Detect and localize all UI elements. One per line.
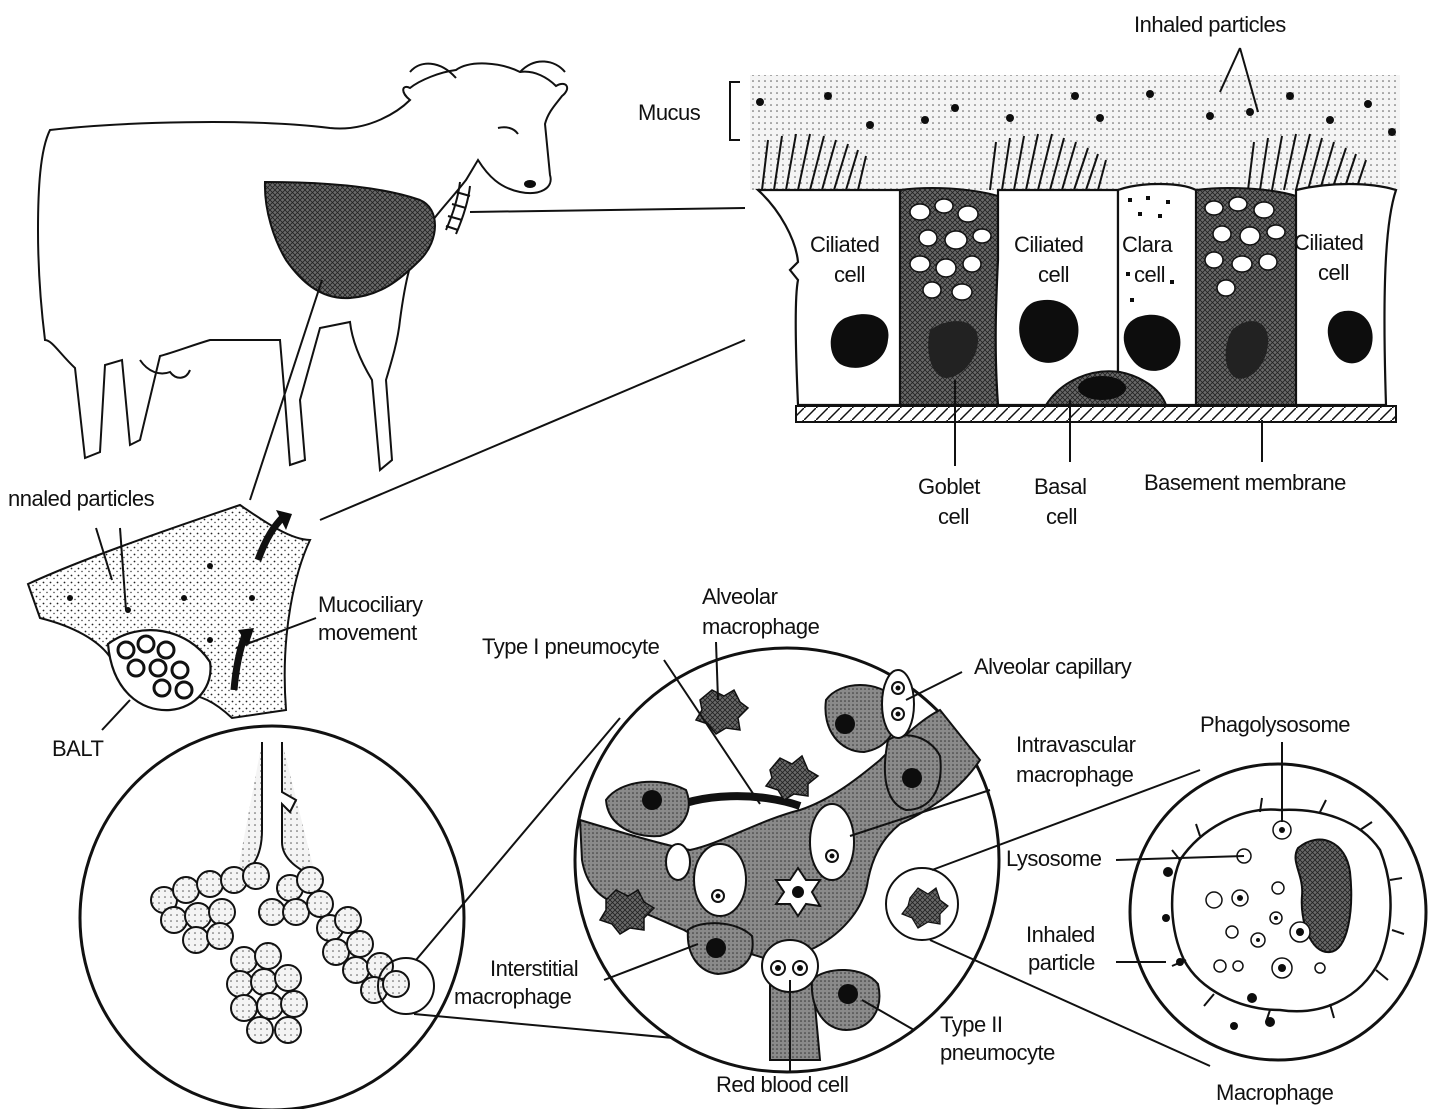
label-alveolar-capillary: Alveolar capillary <box>974 654 1132 679</box>
label-inhaled-particles-left: nnaled particles <box>8 486 155 511</box>
label-type2-a: Type II <box>940 1012 1003 1037</box>
label-mucus: Mucus <box>638 100 701 125</box>
label-goblet-cell-b: cell <box>938 504 969 529</box>
macrophage-circle <box>1116 742 1426 1060</box>
label-macrophage: Macrophage <box>1216 1080 1334 1105</box>
label-mucociliary-b: movement <box>318 620 417 645</box>
alveolus-circle <box>575 642 1210 1072</box>
label-balt: BALT <box>52 736 103 761</box>
label-intravascular-b: macrophage <box>1016 762 1134 787</box>
label-alveolar-macrophage-b: macrophage <box>702 614 820 639</box>
label-type2-b: pneumocyte <box>940 1040 1055 1065</box>
label-ciliated-cell-1a: Ciliated <box>810 232 879 257</box>
label-phagolysosome: Phagolysosome <box>1200 712 1350 737</box>
airway-epithelium <box>730 48 1400 466</box>
label-type1-pneumocyte: Type I pneumocyte <box>482 634 660 659</box>
label-intravascular-a: Intravascular <box>1016 732 1136 757</box>
label-ciliated-cell-2b: cell <box>1038 262 1069 287</box>
label-interstitial-b: macrophage <box>454 984 572 1009</box>
label-interstitial-a: Interstitial <box>490 956 578 981</box>
label-alveolar-macrophage-a: Alveolar <box>702 584 778 609</box>
cow-illustration <box>38 61 745 520</box>
bronchus-section <box>28 505 316 730</box>
label-ciliated-cell-2a: Ciliated <box>1014 232 1083 257</box>
label-lysosome: Lysosome <box>1006 846 1102 871</box>
label-inhaled-particle-b: particle <box>1028 950 1095 975</box>
label-basal-cell-b: cell <box>1046 504 1077 529</box>
label-ciliated-cell-3b: cell <box>1318 260 1349 285</box>
label-clara-cell-b: cell <box>1134 262 1165 287</box>
label-goblet-cell-a: Goblet <box>918 474 980 499</box>
label-ciliated-cell-3a: Ciliated <box>1294 230 1363 255</box>
label-inhaled-particle-a: Inhaled <box>1026 922 1095 947</box>
label-red-blood-cell: Red blood cell <box>716 1072 848 1097</box>
label-basal-cell-a: Basal <box>1034 474 1087 499</box>
label-mucociliary-a: Mucociliary <box>318 592 423 617</box>
label-basement-membrane: Basement membrane <box>1144 470 1346 495</box>
label-clara-cell-a: Clara <box>1122 232 1173 257</box>
label-ciliated-cell-1b: cell <box>834 262 865 287</box>
label-inhaled-particles-top: Inhaled particles <box>1134 12 1286 37</box>
